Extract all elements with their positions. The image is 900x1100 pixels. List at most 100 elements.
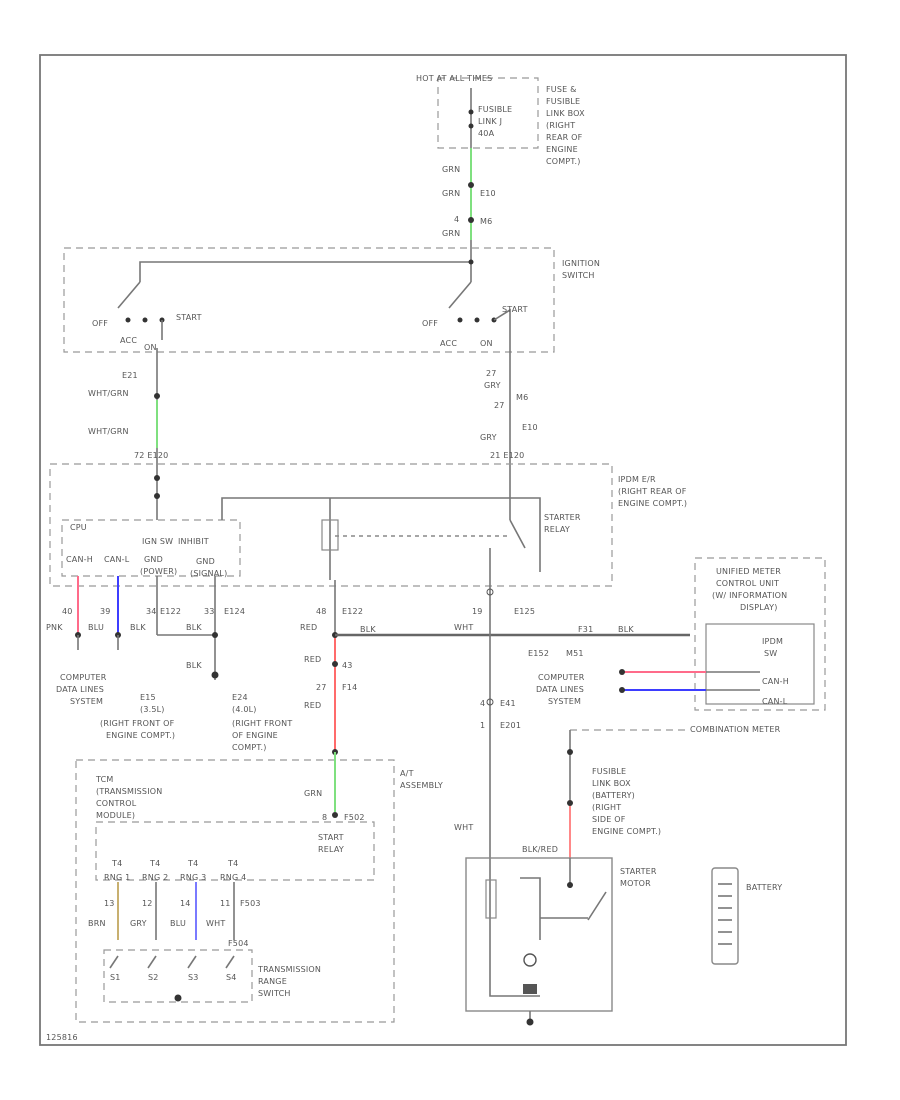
terminal-dot	[142, 317, 148, 323]
fuse-box-top	[437, 77, 539, 149]
fusible-link-battery-label: FUSIBLE	[592, 767, 626, 776]
wire-color-label: WHT/GRN	[88, 389, 129, 398]
pin-label: RNG 3	[180, 873, 206, 882]
switch-pin-label: S2	[148, 973, 159, 982]
meter-pin-label: CAN-L	[762, 697, 788, 706]
connector-label: M51	[566, 649, 584, 658]
switch-position-label: OFF	[422, 319, 438, 328]
wire-color-label: BLK/RED	[522, 845, 558, 854]
unified-meter-label: UNIFIED METER	[716, 567, 781, 576]
wire-ign-bus	[139, 261, 472, 282]
pin-label: 8	[322, 813, 327, 822]
ground-label: ENGINE COMPT.)	[106, 731, 175, 740]
tcm-label: CONTROL	[96, 799, 137, 808]
connector-label: M6	[480, 217, 492, 226]
connector-label: E125	[514, 607, 535, 616]
ground-icon	[174, 994, 182, 1002]
switch-position-label: START	[176, 313, 202, 322]
wire-color-label: GRN	[442, 189, 460, 198]
pin-label: T4	[227, 859, 238, 868]
fusible-link-label: LINK J	[478, 117, 502, 126]
wire-color-label: GRN	[442, 165, 460, 174]
connector-label: E10	[480, 189, 496, 198]
wire-color-label: BLU	[170, 919, 186, 928]
connector-icon	[468, 182, 474, 188]
pin-label: 39	[100, 607, 111, 616]
ground-label: E15	[140, 693, 156, 702]
computer-data-lines-label: SYSTEM	[70, 697, 103, 706]
wire-color-label: PNK	[46, 623, 63, 632]
tcm-label: (TRANSMISSION	[96, 787, 162, 796]
ground-label: (RIGHT FRONT OF	[100, 719, 175, 728]
wire-color-label: GRY	[480, 433, 497, 442]
terminal-dot	[457, 317, 463, 323]
starter-motor-label: STARTER	[620, 867, 657, 876]
connector-label: E21	[122, 371, 138, 380]
pin-label: 48	[316, 607, 327, 616]
battery-icon	[711, 867, 739, 965]
terminal-dot	[567, 882, 573, 888]
cpu-pin-label: INHIBIT	[178, 537, 209, 546]
computer-data-lines-label: COMPUTER	[538, 673, 585, 682]
range-switch-label: SWITCH	[258, 989, 291, 998]
connector-label: F14	[342, 683, 357, 692]
pin-label: 27	[486, 369, 497, 378]
solenoid-coil-icon	[485, 879, 497, 919]
diagram-id: 125816	[46, 1033, 78, 1042]
fuse-box-label: ENGINE	[546, 145, 578, 154]
connector-label: F504	[228, 939, 249, 948]
connector-label: E41	[500, 699, 516, 708]
diagram-frame	[39, 54, 847, 1046]
switch-position-label: OFF	[92, 319, 108, 328]
fuse-box-label: REAR OF	[546, 133, 583, 142]
ipdm-box	[49, 463, 613, 587]
starter-relay-contact-icon	[509, 519, 526, 549]
ipdm-label: (RIGHT REAR OF	[618, 487, 687, 496]
connector-icon	[468, 217, 474, 223]
computer-data-lines-label: SYSTEM	[548, 697, 581, 706]
cpu-label: CPU	[70, 523, 87, 532]
fusible-link-battery-label: LINK BOX	[592, 779, 631, 788]
starter-contact-icon	[587, 891, 607, 921]
wire-color-label: BLK	[360, 625, 376, 634]
cpu-pin-label: CAN-L	[104, 555, 130, 564]
fusible-link-label: FUSIBLE	[478, 105, 512, 114]
computer-data-lines-label: COMPUTER	[60, 673, 107, 682]
connector-icon	[486, 698, 494, 706]
range-switch-contact-icon	[225, 955, 235, 969]
fuse-box-label: COMPT.)	[546, 157, 581, 166]
switch-pin-label: S4	[226, 973, 237, 982]
pin-label: 27	[494, 401, 505, 410]
at-assembly-label: A/T	[400, 769, 414, 778]
wire-color-label: BLK	[618, 625, 634, 634]
ground-label: OF ENGINE	[232, 731, 278, 740]
connector-icon	[154, 475, 160, 481]
wire-color-label: BLK	[186, 661, 202, 670]
connector-icon	[154, 393, 160, 399]
switch-position-label: START	[502, 305, 528, 314]
tcm-label: MODULE)	[96, 811, 135, 820]
pin-label: 13	[104, 899, 115, 908]
ignition-switch-label: IGNITION	[562, 259, 600, 268]
fusible-link-icon	[468, 109, 474, 115]
pin-label: RNG 2	[142, 873, 168, 882]
meter-cpu-box	[705, 623, 815, 705]
computer-data-lines-label: DATA LINES	[56, 685, 104, 694]
connector-icon	[619, 669, 625, 675]
cpu-pin-label: CAN-H	[66, 555, 93, 564]
connector-icon	[332, 661, 338, 667]
motor-brush-icon	[523, 984, 537, 994]
fuse-box-label: (RIGHT	[546, 121, 575, 130]
meter-pin-label: SW	[764, 649, 777, 658]
ground-label: (4.0L)	[232, 705, 257, 714]
wire-starter-internal	[520, 877, 541, 940]
ground-icon	[211, 671, 219, 679]
pin-label: T4	[149, 859, 160, 868]
meter-pin-label: CAN-H	[762, 677, 789, 686]
wire-color-label: RED	[304, 655, 321, 664]
range-switch-label: RANGE	[258, 977, 287, 986]
wire-color-label: BRN	[88, 919, 106, 928]
start-relay-label: RELAY	[318, 845, 344, 854]
ground-icon	[526, 1018, 534, 1026]
range-switch-contact-icon	[187, 955, 197, 969]
